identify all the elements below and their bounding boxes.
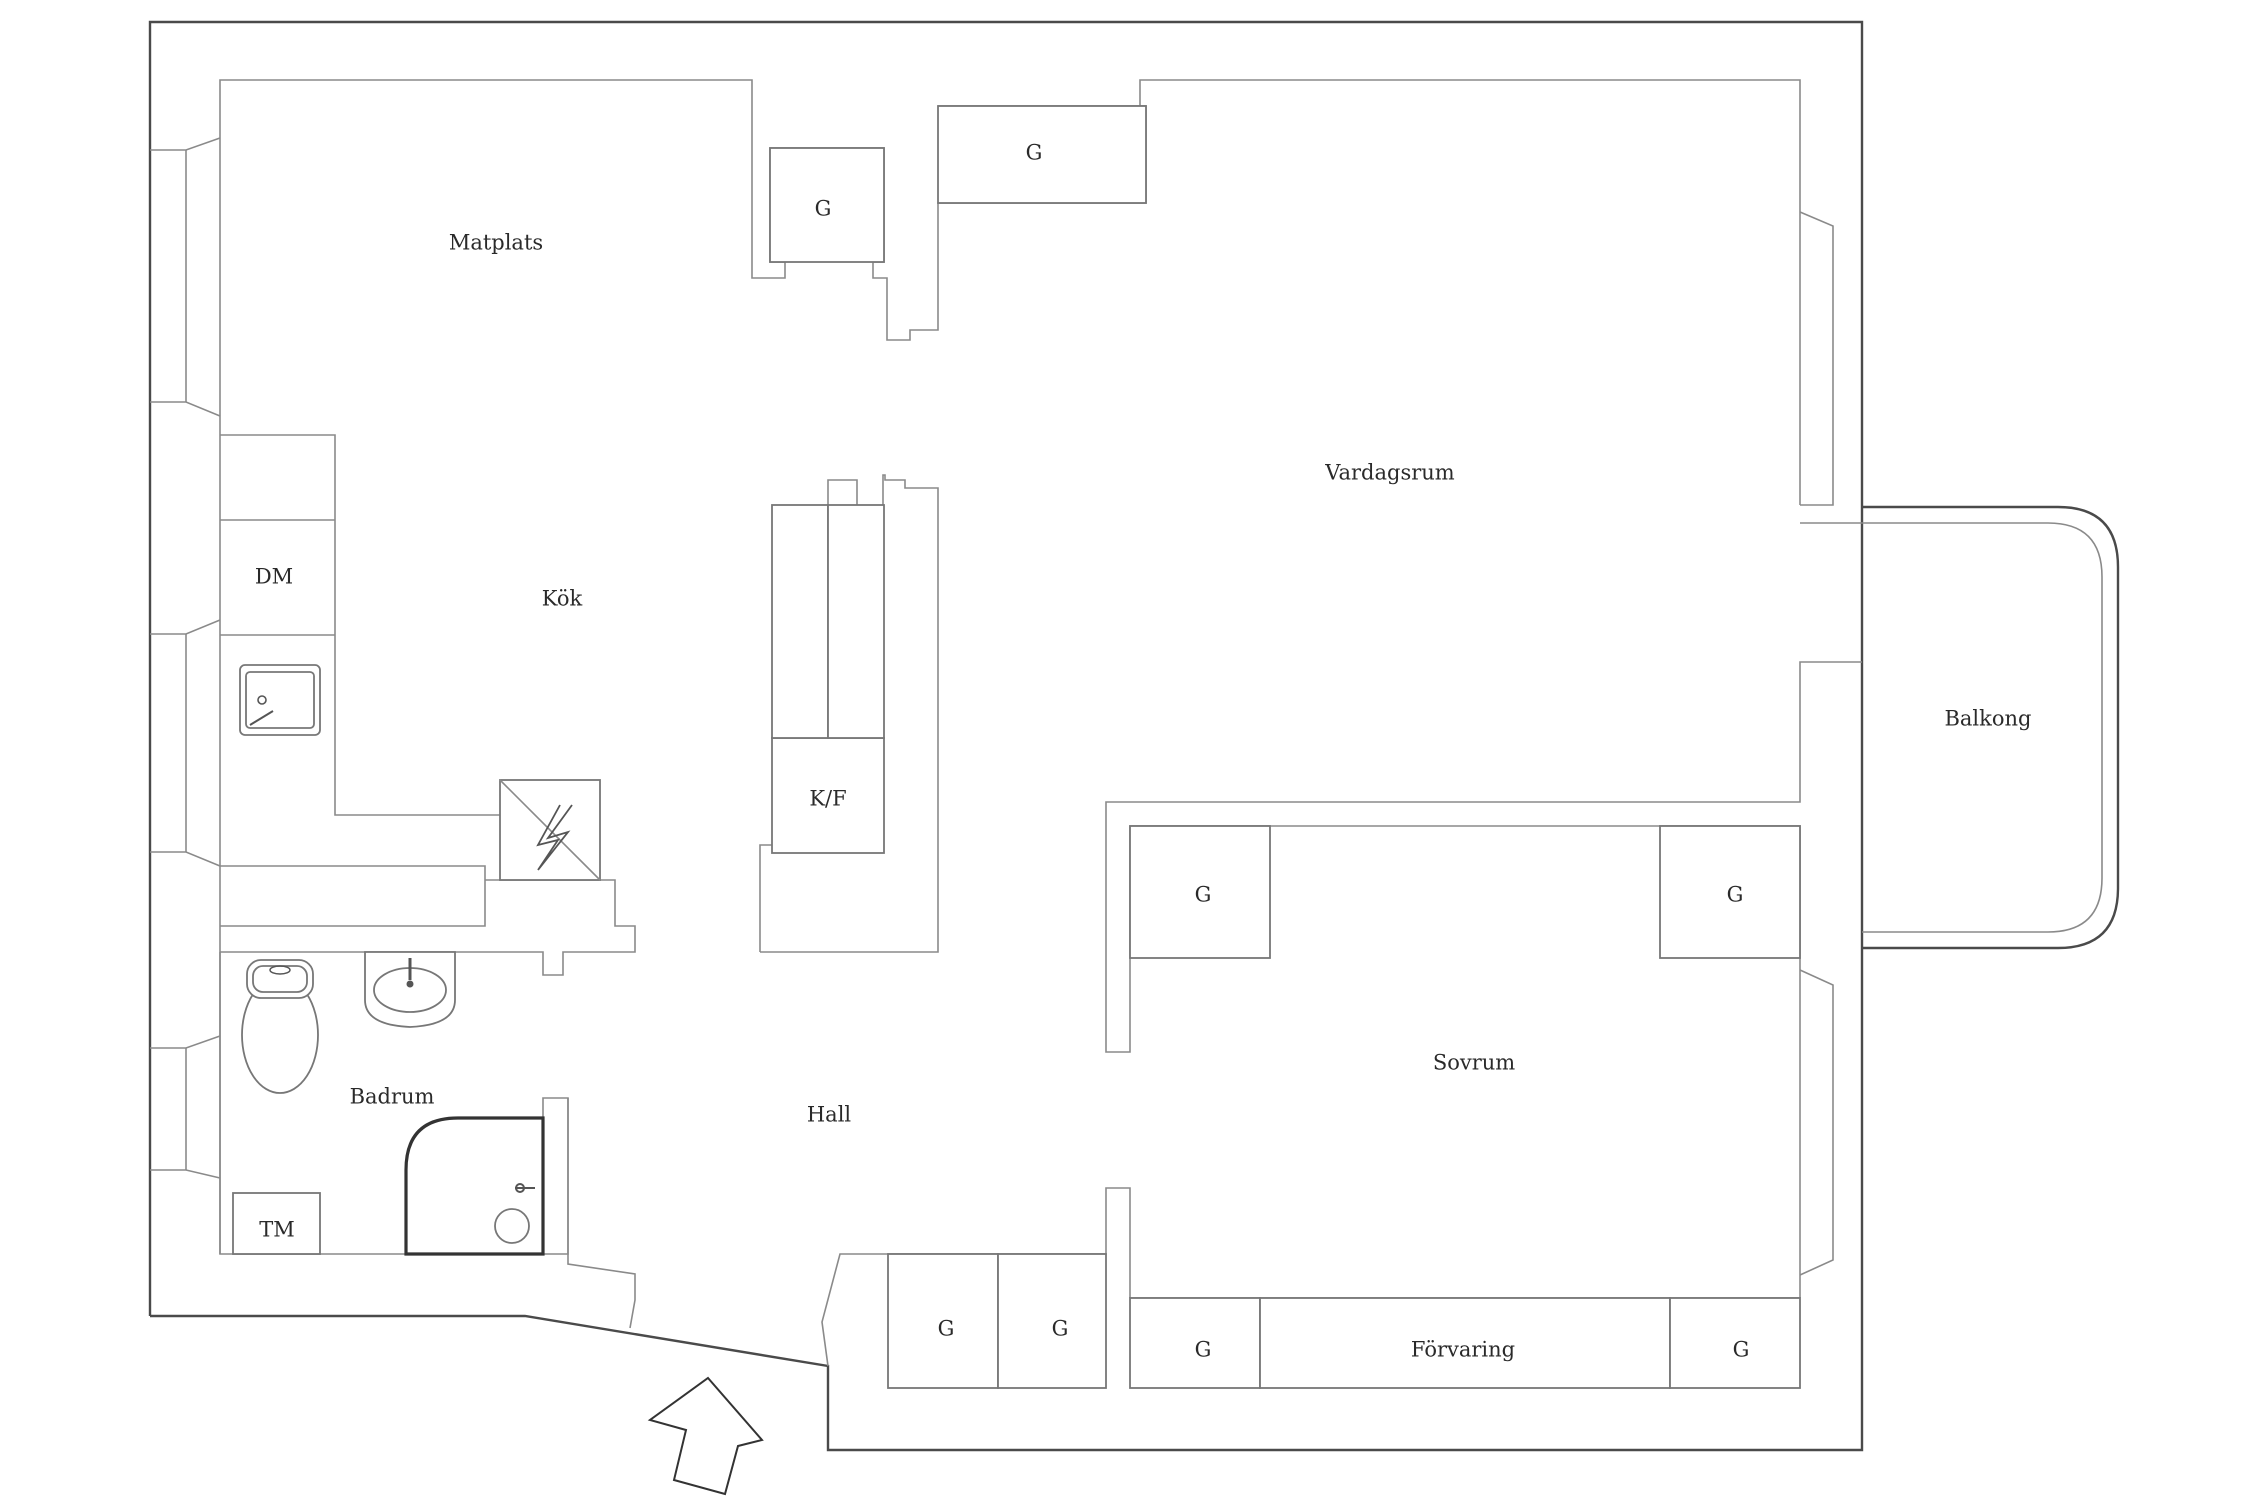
wardrobe-hall-1 (887, 1253, 999, 1389)
washing-machine (232, 1192, 321, 1255)
wardrobe-top-right (937, 105, 1147, 204)
bathroom (219, 951, 636, 1329)
window-left-1 (150, 137, 221, 151)
label-fridge-freezer: K/F (809, 787, 846, 811)
bathroom-hall-wall (567, 1098, 636, 1329)
outer-walls (148, 20, 1864, 1452)
toilet (241, 959, 319, 1094)
shower (404, 1116, 545, 1256)
window-left-3 (150, 1035, 221, 1049)
label-dishwasher: DM (255, 565, 293, 589)
lightning-bolt-icon (536, 804, 573, 871)
label-closet-hall-1: G (938, 1317, 955, 1341)
label-closet-top-left: G (815, 197, 832, 221)
tall-cabinet-right (827, 504, 885, 739)
balcony-inner (1862, 522, 2103, 933)
window-left-2b (150, 851, 221, 867)
tall-cabinet-left (771, 504, 829, 739)
wardrobe-bedroom-bottom-right (1669, 1297, 1801, 1389)
kitchen-counter (220, 434, 500, 816)
balcony-outline (1862, 505, 2120, 950)
wardrobe-top-left (769, 147, 885, 263)
label-closet-hall-2: G (1052, 1317, 1069, 1341)
wardrobe-bedroom-bottom-left (1129, 1297, 1261, 1389)
window-right-upper (1799, 211, 1834, 506)
kitchen-sink (239, 664, 321, 736)
label-closet-bedroom-right: G (1727, 883, 1744, 907)
label-washing-machine: TM (259, 1218, 295, 1242)
window-right-lower (1799, 969, 1834, 1276)
room-label-sovrum: Sovrum (1433, 1051, 1515, 1075)
arrow-up-icon (647, 1376, 764, 1496)
wardrobe-bedroom-right (1659, 825, 1801, 959)
room-label-matplats: Matplats (449, 231, 543, 255)
room-label-vardagsrum: Vardagsrum (1324, 461, 1455, 485)
fridge-freezer (771, 737, 885, 854)
balcony (1862, 505, 2120, 950)
label-closet-bedroom-bottom-right: G (1733, 1338, 1750, 1362)
window-left-1b (150, 401, 221, 417)
room-label-hall: Hall (807, 1103, 852, 1127)
label-storage: Förvaring (1411, 1338, 1515, 1362)
inner-wall-dining-top (219, 79, 1801, 1254)
bathroom-sink (364, 951, 456, 1028)
room-label-badrum: Badrum (350, 1085, 435, 1109)
label-closet-bedroom-left: G (1195, 883, 1212, 907)
kitchen-lower-counter (220, 865, 486, 927)
wardrobe-hall-2 (997, 1253, 1107, 1389)
wardrobes (769, 105, 1801, 1389)
label-closet-bedroom-bottom-left: G (1195, 1338, 1212, 1362)
kitchen-wall-segment (220, 879, 636, 976)
window-left-2 (150, 619, 221, 635)
room-label-balkong: Balkong (1944, 707, 2031, 731)
window-left-3b (150, 1169, 221, 1179)
outer-wall-right-lower (150, 948, 1864, 1452)
stove-diagonal (499, 779, 601, 881)
kitchen (220, 434, 939, 976)
wardrobe-bedroom-left (1129, 825, 1271, 959)
label-closet-top-right: G (1026, 141, 1043, 165)
room-label-kok: Kök (542, 587, 583, 611)
living-bedroom-wall (1105, 661, 1862, 1053)
outer-wall-left (148, 20, 1864, 1316)
